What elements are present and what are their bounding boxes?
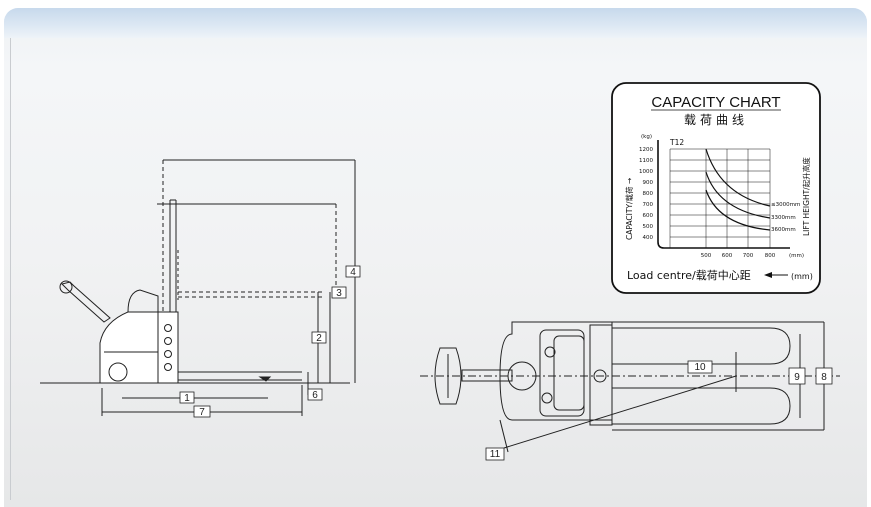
capacity-axes — [657, 140, 790, 249]
tiller-arm-top — [461, 369, 513, 382]
dim-label-11: 11 — [490, 449, 501, 460]
capacity-y-unit: (kg) — [641, 134, 652, 140]
truck-body-top — [499, 321, 613, 421]
dim-label-3: 3 — [336, 288, 342, 299]
arrow-head-icon — [764, 272, 772, 278]
panel-indicator — [164, 363, 172, 371]
capacity-chart-title: CAPACITY CHART — [651, 94, 780, 111]
capacity-curve-1 — [705, 148, 771, 207]
side-view — [40, 159, 356, 416]
panel-left-border — [10, 38, 11, 500]
dim-label-10: 10 — [694, 362, 706, 373]
capacity-x-tick: 500 — [701, 253, 712, 259]
capacity-y-tick: 500 — [643, 224, 654, 230]
tiller-handle-top — [434, 347, 462, 405]
dim-label-9: 9 — [794, 372, 800, 383]
turning-radius-diagonal — [503, 375, 737, 449]
capacity-y-tick: 900 — [643, 180, 654, 186]
capacity-y-tick: 1100 — [639, 158, 653, 164]
drive-unit-top — [507, 361, 537, 391]
capacity-grid — [669, 148, 771, 248]
capacity-y-tick: 800 — [643, 191, 654, 197]
panel-header-bar — [4, 8, 867, 38]
capacity-curve-label: 3300mm — [771, 215, 796, 221]
capacity-x-tick: 600 — [722, 253, 733, 259]
capacity-y-label: CAPACITY/载荷 → — [624, 178, 634, 240]
capacity-y-tick: 700 — [643, 202, 654, 208]
top-dimension-labels: 10 9 8 11 — [485, 360, 833, 461]
capacity-chart: CAPACITY CHART 载荷曲线 (kg) T12 1200 1100 100… — [611, 82, 821, 294]
capacity-chart-subtitle: 载荷曲线 — [684, 113, 748, 127]
capacity-curve-label: 3600mm — [771, 227, 796, 233]
tiller-arm — [61, 281, 111, 323]
truck-cover — [127, 289, 159, 313]
capacity-bottom-unit: (mm) — [791, 272, 813, 281]
capacity-curve-3 — [705, 189, 771, 231]
load-wheel — [258, 376, 272, 382]
capacity-y-ticks: 1200 1100 1000 900 800 700 600 500 400 — [639, 147, 653, 241]
capacity-bottom-label: Load centre/载荷中心距 — [627, 269, 751, 282]
capacity-x-tick: 700 — [743, 253, 754, 259]
capacity-y-tick: 1000 — [639, 169, 653, 175]
fork-right-top — [612, 387, 791, 425]
panel-indicator — [164, 337, 172, 345]
capacity-chart-frame — [611, 82, 821, 294]
capacity-curve-2 — [705, 171, 771, 219]
battery-cover — [553, 335, 585, 411]
control-knob — [544, 346, 556, 358]
capacity-curve-label: ≤3000mm — [771, 202, 800, 208]
truck-body — [99, 311, 159, 384]
capacity-side-label: LIFT HEIGHT/起升高度 — [801, 157, 811, 236]
dim-label-7: 7 — [199, 407, 205, 418]
dim-label-6: 6 — [312, 390, 318, 401]
dim-label-8: 8 — [821, 372, 827, 383]
capacity-x-ticks: 500 600 700 800 — [701, 253, 776, 259]
mast-center — [593, 369, 607, 383]
capacity-model: T12 — [669, 138, 684, 147]
capacity-y-tick: 600 — [643, 213, 654, 219]
control-knob — [541, 392, 553, 404]
capacity-x-unit: (mm) — [789, 253, 804, 259]
capacity-y-tick: 400 — [643, 235, 654, 241]
panel-indicator — [164, 324, 172, 332]
tiller-head — [59, 280, 73, 294]
mast-panel — [157, 311, 179, 384]
top-view — [420, 321, 840, 453]
drive-wheel — [108, 362, 128, 382]
capacity-y-tick: 1200 — [639, 147, 653, 153]
panel-indicator — [164, 350, 172, 358]
mast-top-view — [589, 324, 613, 426]
fork-left-top — [612, 327, 791, 365]
dim-label-4: 4 — [350, 267, 356, 278]
dim-label-2: 2 — [316, 333, 322, 344]
side-dimension-labels: 1 7 2 3 4 6 — [179, 265, 361, 418]
dim-label-1: 1 — [184, 393, 190, 404]
capacity-x-tick: 800 — [765, 253, 776, 259]
